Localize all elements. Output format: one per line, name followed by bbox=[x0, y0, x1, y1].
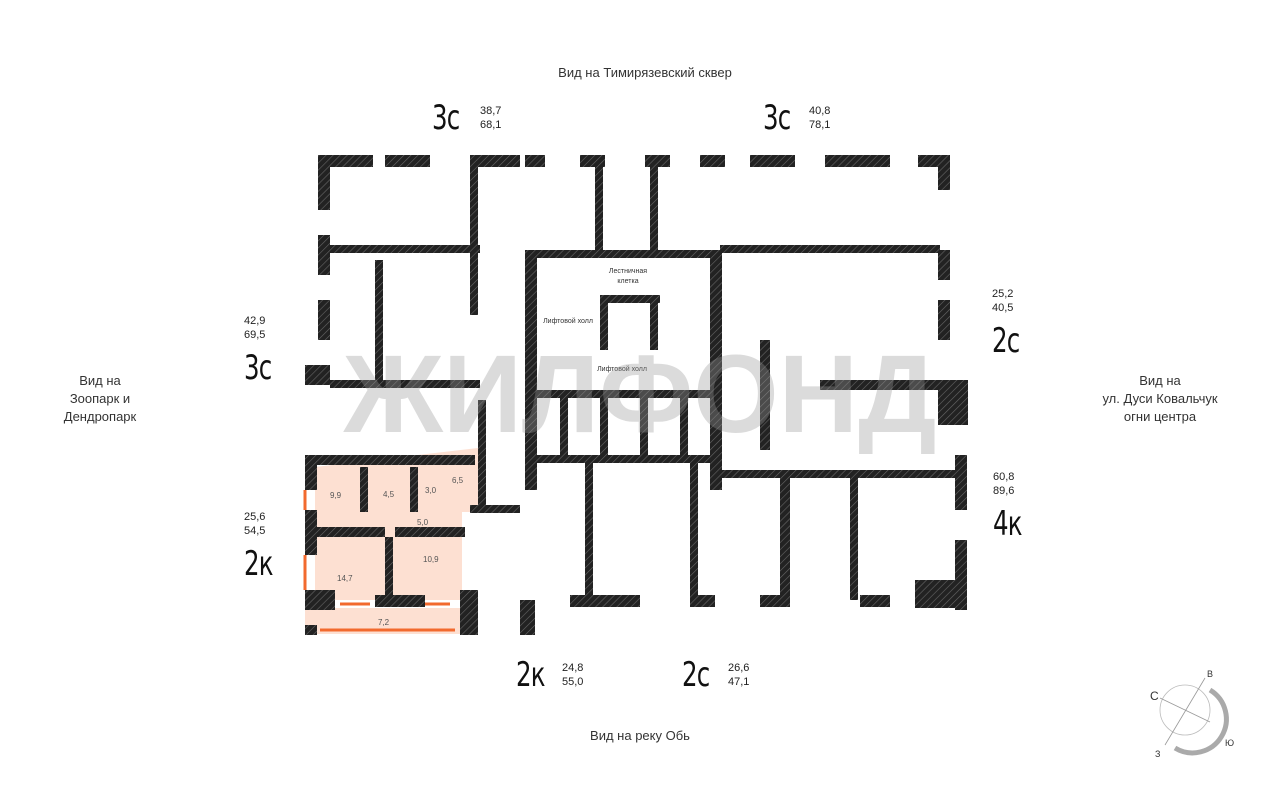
compass-arrow-icon bbox=[1164, 677, 1206, 746]
apartment-type: 2с bbox=[992, 321, 1020, 361]
room-area: 4,5 bbox=[383, 490, 395, 499]
view-left-line: Зоопарк и bbox=[69, 391, 131, 406]
room-area: 6,5 bbox=[452, 476, 464, 485]
total-area: 55,0 bbox=[562, 676, 584, 688]
room-area: 7,2 bbox=[378, 618, 390, 627]
total-area: 89,6 bbox=[993, 485, 1015, 497]
apartment-type: 3с bbox=[763, 98, 791, 138]
apartment-type: 3с bbox=[244, 348, 272, 388]
room-area: 3,0 bbox=[425, 486, 437, 495]
compass-east: В bbox=[1207, 669, 1213, 679]
living-area: 26,6 bbox=[728, 662, 750, 674]
living-area: 38,7 bbox=[480, 105, 502, 117]
apartment-type: 2с bbox=[682, 655, 710, 695]
room-area: 10,9 bbox=[423, 555, 439, 564]
living-area: 42,9 bbox=[244, 315, 266, 327]
total-area: 69,5 bbox=[244, 329, 266, 341]
apartment-type: 4к bbox=[993, 504, 1023, 544]
apartment-type: 2к bbox=[516, 655, 546, 695]
living-area: 25,6 bbox=[244, 511, 266, 523]
compass-north: С bbox=[1150, 689, 1159, 703]
view-left-label: Вид на Зоопарк и Дендропарк bbox=[40, 372, 160, 426]
living-area: 40,8 bbox=[809, 105, 831, 117]
total-area: 47,1 bbox=[728, 676, 750, 688]
lift-hall-label: Лифтовой холл bbox=[543, 317, 593, 325]
lift-hall-label: Лифтовой холл bbox=[597, 365, 647, 373]
living-area: 25,2 bbox=[992, 288, 1014, 300]
view-right-line: ул. Дуси Ковальчук bbox=[1102, 391, 1218, 406]
selected-apartment[interactable] bbox=[303, 448, 478, 634]
room-area-labels: 9,9 4,5 3,0 6,5 5,0 14,7 10,9 7,2 bbox=[330, 476, 464, 627]
stair-label: Лестничная bbox=[609, 268, 647, 275]
view-left-line: Дендропарк bbox=[63, 409, 137, 424]
compass-arrow-icon bbox=[1159, 697, 1211, 723]
view-right-line: огни центра bbox=[1123, 409, 1197, 424]
view-right-line: Вид на bbox=[1139, 373, 1181, 388]
total-area: 78,1 bbox=[809, 119, 831, 131]
compass-south: Ю bbox=[1225, 738, 1234, 748]
room-area: 14,7 bbox=[337, 574, 353, 583]
room-area: 5,0 bbox=[417, 518, 429, 527]
compass: С В Ю З bbox=[1150, 669, 1234, 759]
total-area: 54,5 bbox=[244, 525, 266, 537]
room-area: 9,9 bbox=[330, 491, 342, 500]
apartment-type: 3с bbox=[432, 98, 460, 138]
compass-west: З bbox=[1155, 749, 1160, 759]
walls bbox=[305, 155, 968, 635]
apartment-type: 2к bbox=[244, 544, 274, 584]
living-area: 24,8 bbox=[562, 662, 584, 674]
view-top-label: Вид на Тимирязевский сквер bbox=[558, 65, 732, 80]
total-area: 68,1 bbox=[480, 119, 502, 131]
view-right-label: Вид на ул. Дуси Ковальчук огни центра bbox=[1040, 372, 1280, 426]
view-bottom-label: Вид на реку Обь bbox=[590, 728, 690, 743]
view-left-line: Вид на bbox=[79, 373, 121, 388]
total-area: 40,5 bbox=[992, 302, 1014, 314]
living-area: 60,8 bbox=[993, 471, 1015, 483]
watermark: ЖИЛФОНД bbox=[343, 333, 937, 456]
stair-label: клетка bbox=[617, 278, 638, 285]
